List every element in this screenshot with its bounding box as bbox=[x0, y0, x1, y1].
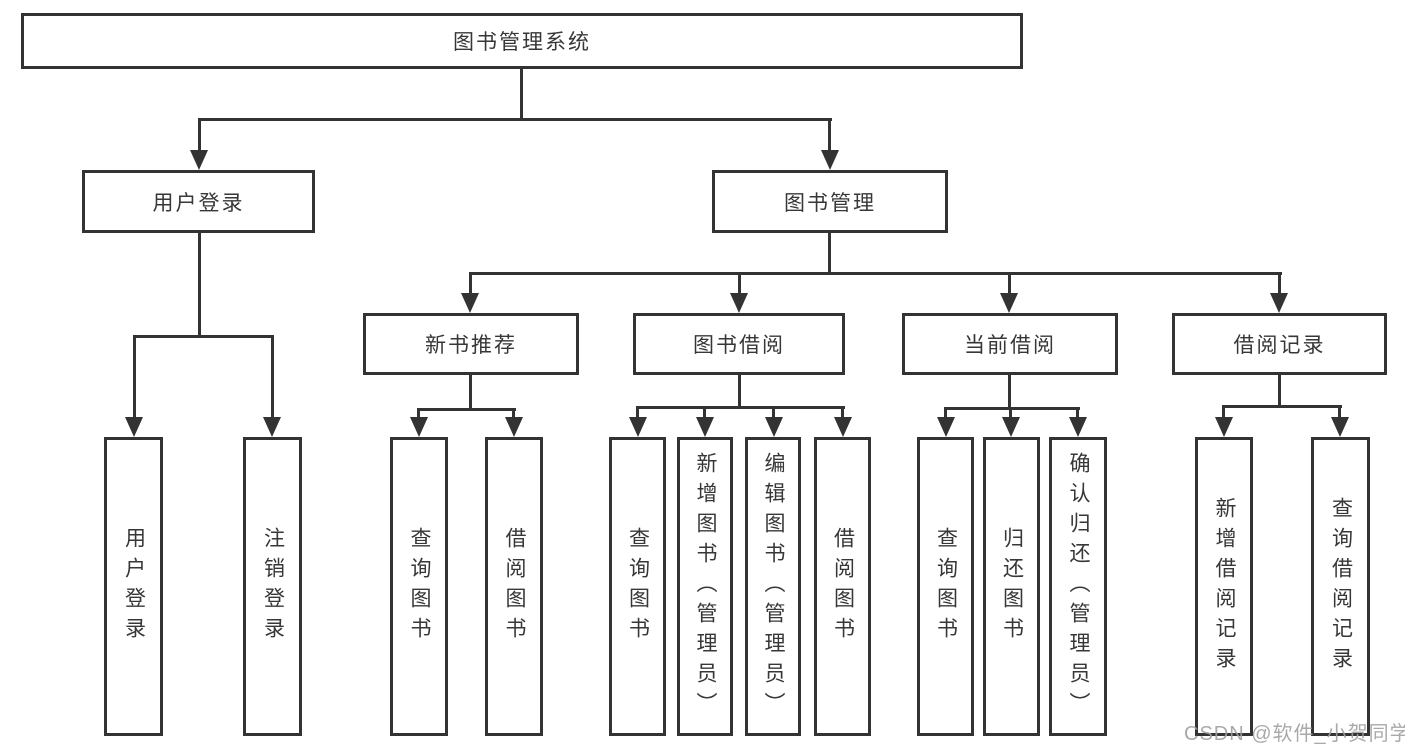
connector-line bbox=[1278, 272, 1281, 297]
connector-line bbox=[1008, 375, 1011, 409]
leaf-records-query-label: 查询借阅记录 bbox=[1329, 496, 1353, 677]
leaf-user-login-label: 用户登录 bbox=[122, 526, 146, 647]
node-current-borrow: 当前借阅 bbox=[902, 313, 1118, 375]
leaf-bookborrow-edit-label: 编辑图书（管理员） bbox=[762, 451, 785, 722]
arrow-head bbox=[834, 417, 852, 437]
arrow-head bbox=[505, 417, 523, 437]
arrow-head bbox=[629, 417, 647, 437]
connector-line bbox=[417, 408, 516, 411]
arrow-head bbox=[410, 417, 428, 437]
leaf-bookborrow-borrow-label: 借阅图书 bbox=[831, 526, 855, 647]
arrow-head bbox=[937, 417, 955, 437]
connector-line bbox=[271, 335, 274, 421]
connector-line bbox=[703, 406, 706, 421]
connector-line bbox=[1222, 405, 1342, 408]
connector-line bbox=[417, 408, 420, 421]
node-borrow-records-label: 借阅记录 bbox=[1233, 334, 1326, 357]
leaf-bookborrow-add: 新增图书（管理员） bbox=[677, 437, 733, 736]
arrow-head bbox=[190, 150, 208, 170]
leaf-bookborrow-query: 查询图书 bbox=[609, 437, 666, 736]
leaf-records-add: 新增借阅记录 bbox=[1195, 437, 1253, 736]
arrow-head bbox=[263, 417, 281, 437]
leaf-records-query: 查询借阅记录 bbox=[1311, 437, 1370, 736]
leaf-bookborrow-edit: 编辑图书（管理员） bbox=[745, 437, 801, 736]
connector-line bbox=[841, 406, 844, 421]
connector-line bbox=[944, 407, 1080, 410]
node-current-borrow-label: 当前借阅 bbox=[964, 334, 1056, 357]
connector-line bbox=[738, 272, 741, 297]
node-root: 图书管理系统 bbox=[21, 13, 1023, 69]
leaf-bookborrow-query-label: 查询图书 bbox=[626, 526, 650, 647]
leaf-logout-label: 注销登录 bbox=[261, 526, 285, 647]
connector-line bbox=[520, 69, 523, 121]
node-user-login: 用户登录 bbox=[82, 170, 315, 233]
leaf-current-confirm-label: 确认归还（管理员） bbox=[1067, 451, 1090, 722]
leaf-newbook-query: 查询图书 bbox=[390, 437, 448, 736]
connector-line bbox=[636, 406, 639, 421]
connector-line bbox=[198, 118, 201, 154]
arrow-head bbox=[461, 293, 479, 313]
leaf-current-query: 查询图书 bbox=[917, 437, 974, 736]
connector-line bbox=[469, 375, 472, 410]
leaf-current-return-label: 归还图书 bbox=[1000, 526, 1024, 647]
connector-line bbox=[133, 335, 136, 421]
node-book-mgmt-label: 图书管理 bbox=[784, 191, 876, 215]
leaf-newbook-borrow: 借阅图书 bbox=[485, 437, 543, 736]
connector-line bbox=[133, 335, 274, 338]
connector-line bbox=[738, 375, 741, 408]
connector-line bbox=[1278, 375, 1281, 407]
leaf-newbook-borrow-label: 借阅图书 bbox=[503, 526, 526, 647]
leaf-newbook-query-label: 查询图书 bbox=[408, 526, 431, 647]
node-borrow-records: 借阅记录 bbox=[1172, 313, 1387, 375]
connector-line bbox=[1338, 405, 1341, 419]
node-book-borrow-label: 图书借阅 bbox=[693, 334, 785, 357]
arrow-head bbox=[1270, 293, 1288, 313]
connector-line bbox=[772, 406, 775, 421]
connector-line bbox=[1076, 407, 1079, 421]
connector-line bbox=[198, 233, 201, 337]
connector-line bbox=[636, 406, 845, 409]
arrow-head bbox=[765, 417, 783, 437]
arrow-head bbox=[696, 417, 714, 437]
connector-line bbox=[828, 118, 831, 154]
connector-line bbox=[1008, 272, 1011, 297]
leaf-bookborrow-borrow: 借阅图书 bbox=[814, 437, 871, 736]
arrow-head bbox=[730, 293, 748, 313]
connector-line bbox=[1222, 405, 1225, 419]
connector-line bbox=[1009, 407, 1012, 421]
leaf-current-query-label: 查询图书 bbox=[934, 526, 958, 647]
arrow-head bbox=[1215, 417, 1233, 437]
leaf-current-return: 归还图书 bbox=[983, 437, 1040, 736]
leaf-user-login: 用户登录 bbox=[104, 437, 163, 736]
node-root-label: 图书管理系统 bbox=[453, 31, 591, 54]
arrow-head bbox=[1002, 417, 1020, 437]
arrow-head bbox=[125, 417, 143, 437]
node-book-mgmt: 图书管理 bbox=[712, 170, 948, 233]
arrow-head bbox=[1000, 293, 1018, 313]
node-book-borrow: 图书借阅 bbox=[633, 313, 845, 375]
arrow-head bbox=[1331, 417, 1349, 437]
connector-line bbox=[469, 272, 472, 297]
leaf-logout: 注销登录 bbox=[243, 437, 302, 736]
connector-line bbox=[944, 407, 947, 421]
connector-line bbox=[198, 118, 832, 121]
arrow-head bbox=[821, 150, 839, 170]
arrow-head bbox=[1069, 417, 1087, 437]
node-user-login-label: 用户登录 bbox=[152, 191, 245, 215]
leaf-current-confirm: 确认归还（管理员） bbox=[1049, 437, 1107, 736]
node-new-book-rec: 新书推荐 bbox=[363, 313, 579, 375]
leaf-bookborrow-add-label: 新增图书（管理员） bbox=[694, 451, 717, 722]
connector-line bbox=[512, 408, 515, 421]
node-new-book-rec-label: 新书推荐 bbox=[425, 334, 517, 357]
connector-line bbox=[828, 233, 831, 274]
watermark: CSDN @软件_小贺同学 bbox=[1184, 723, 1405, 745]
leaf-records-add-label: 新增借阅记录 bbox=[1213, 496, 1236, 677]
connector-line bbox=[469, 272, 1282, 275]
